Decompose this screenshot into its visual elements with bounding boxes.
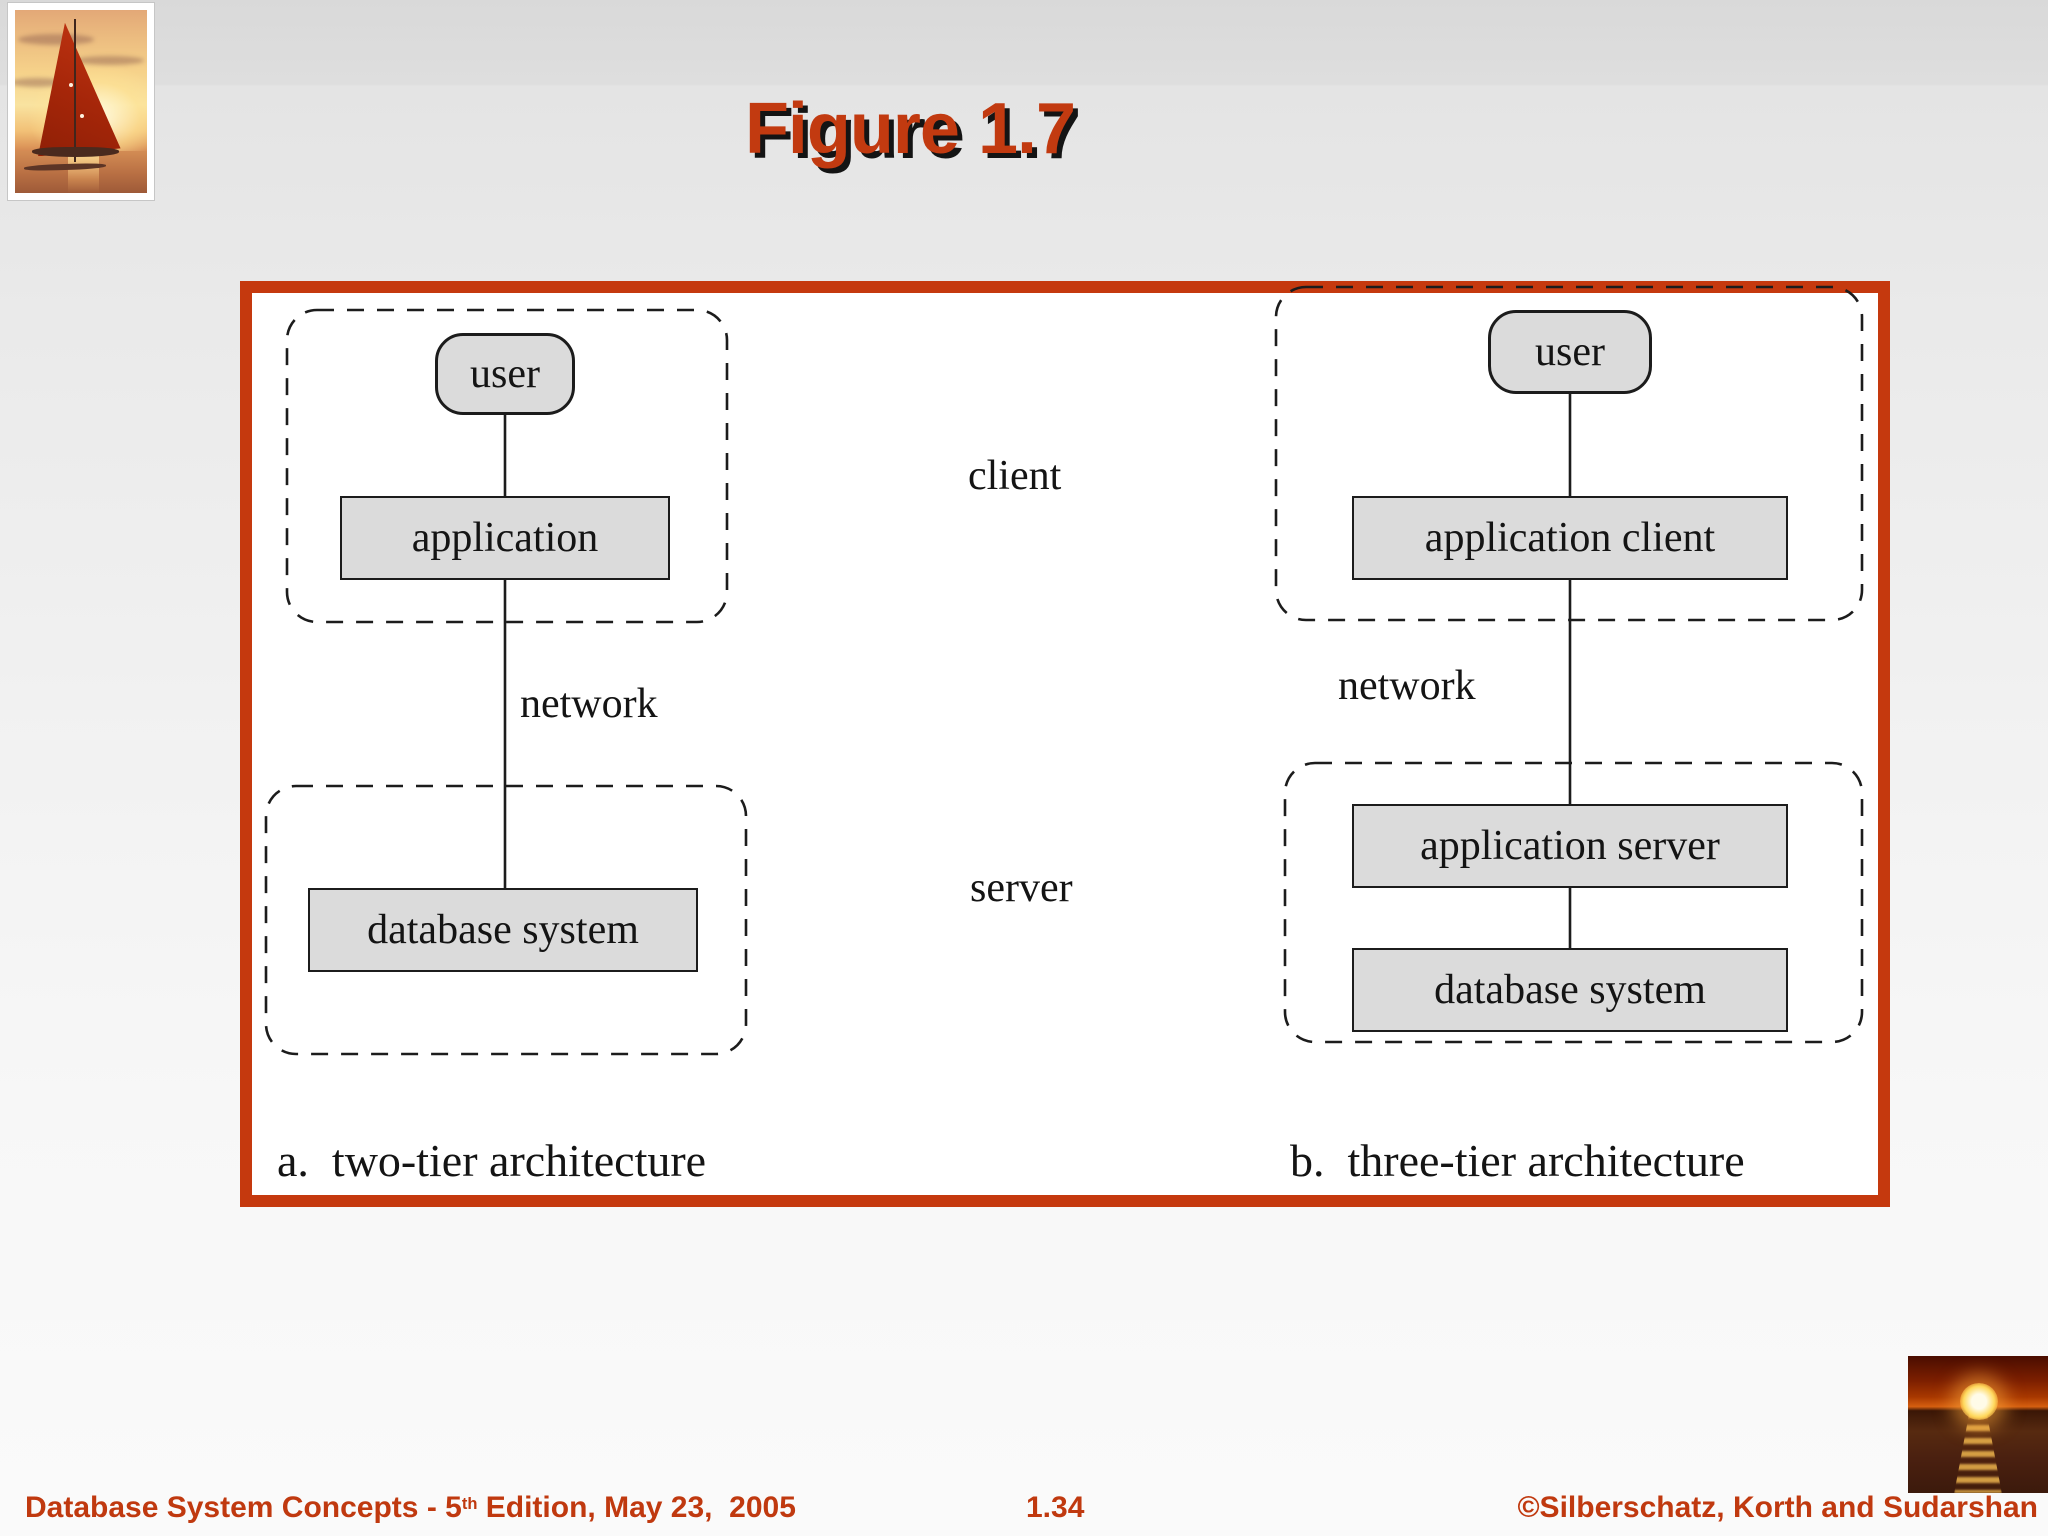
sunset-photo (1908, 1356, 2048, 1493)
right-application-server-box: application server (1352, 804, 1788, 888)
sun-shape (1959, 1383, 1998, 1421)
sail-dot (69, 83, 74, 88)
right-network-label: network (1338, 663, 1476, 709)
right-application-client-label: application client (1424, 515, 1716, 561)
footer-edition-superscript: th (461, 1494, 478, 1513)
mast-shape (74, 19, 77, 162)
slide-title: Figure 1.7 (744, 89, 1076, 169)
right-application-client-box: application client (1352, 496, 1788, 580)
left-user-box: user (435, 333, 575, 415)
cloud-shape (75, 55, 145, 65)
right-database-label: database system (1434, 967, 1706, 1013)
cloud-shape (17, 33, 95, 45)
footer-book-title-rest: Edition, May 23, 2005 (477, 1491, 796, 1524)
figure-frame (240, 281, 1890, 1207)
left-application-label: application (411, 515, 599, 561)
right-user-box: user (1488, 310, 1652, 394)
sun-reflection-shape (1954, 1412, 2002, 1493)
sun-reflection-shape (67, 154, 100, 193)
right-database-box: database system (1352, 948, 1788, 1032)
left-application-box: application (340, 496, 670, 580)
footer-book-title: Database System Concepts - 5th Edition, … (25, 1491, 796, 1525)
caption-two-tier: a. two-tier architecture (277, 1135, 707, 1186)
left-user-label: user (470, 351, 540, 397)
caption-three-tier: b. three-tier architecture (1290, 1135, 1745, 1186)
left-database-box: database system (308, 888, 698, 972)
hull-shape (32, 147, 120, 158)
footer-book-title-main: Database System Concepts - 5 (25, 1491, 462, 1524)
client-label: client (968, 453, 1062, 499)
cloud-shape (15, 77, 66, 87)
sailboat-photo (8, 3, 154, 200)
left-network-label: network (520, 681, 658, 727)
sailboat-photo-canvas (15, 10, 147, 193)
footer-copyright: ©Silberschatz, Korth and Sudarshan (1517, 1491, 2038, 1524)
footer-page-number: 1.34 (1026, 1491, 1085, 1524)
right-user-label: user (1535, 329, 1605, 375)
sail-dot (79, 114, 84, 119)
server-label: server (970, 865, 1073, 911)
right-application-server-label: application server (1420, 823, 1720, 869)
left-database-label: database system (367, 907, 639, 953)
